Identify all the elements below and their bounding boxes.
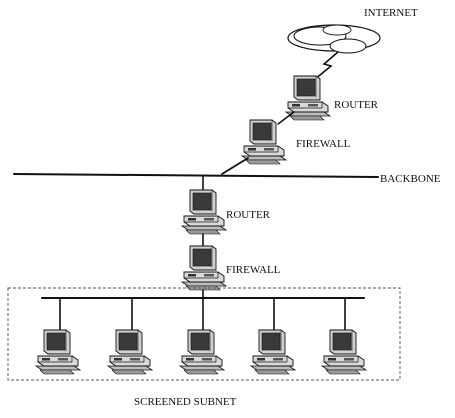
- screened-subnet-label: SCREENED SUBNET: [134, 396, 237, 408]
- router-firewall-link: [277, 111, 295, 125]
- computer-icon: [250, 329, 296, 375]
- screened-subnet-box: [7, 287, 401, 381]
- router-mid-label: ROUTER: [226, 209, 271, 221]
- subnet-host: [35, 329, 81, 375]
- firewall-mid: [181, 245, 227, 291]
- lightning-link-icon: [313, 51, 339, 81]
- computer-icon: [35, 329, 81, 375]
- subnet-host: [107, 329, 153, 375]
- computer-icon: [321, 329, 367, 375]
- firewall-mid-label: FIREWALL: [226, 264, 281, 276]
- computer-icon: [181, 189, 227, 235]
- computer-icon: [179, 329, 225, 375]
- backbone-label: BACKBONE: [380, 173, 441, 185]
- subnet-host: [321, 329, 367, 375]
- router-mid: [181, 189, 227, 235]
- firewall-top-label: FIREWALL: [296, 138, 351, 150]
- internet-cloud-icon: [287, 24, 381, 54]
- computer-icon: [107, 329, 153, 375]
- internet-label: INTERNET: [364, 7, 418, 19]
- firewall-backbone-link: [221, 157, 249, 175]
- computer-icon: [181, 245, 227, 291]
- subnet-host: [179, 329, 225, 375]
- router-top-label: ROUTER: [334, 99, 379, 111]
- subnet-host: [250, 329, 296, 375]
- backbone-line: [13, 173, 379, 178]
